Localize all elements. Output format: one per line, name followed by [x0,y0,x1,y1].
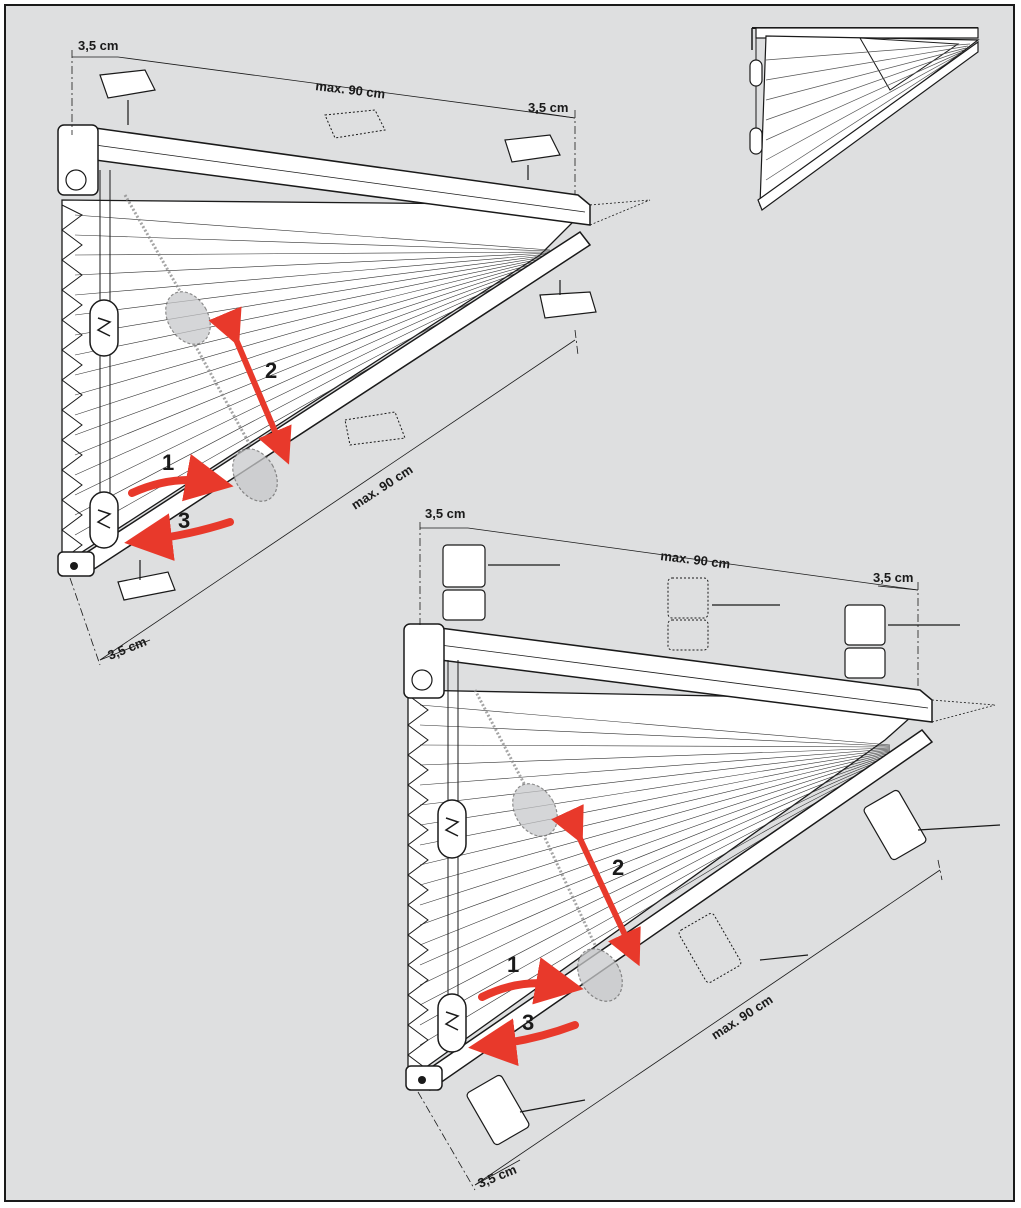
handle-icon [89,299,119,357]
dim-bottom-offset: 3,5 cm [476,1162,519,1191]
dim-top-width: max. 90 cm [660,548,731,571]
step-3-label: 3 [178,508,190,533]
dim-top-width: max. 90 cm [315,78,386,101]
arrow-icon [124,306,292,561]
step-1-label: 1 [162,450,174,475]
screw-icon [127,100,561,580]
step-3-label: 3 [522,1010,534,1035]
step-2-label: 2 [612,855,624,880]
top-diagram: 3,5 cm max. 90 cm 3,5 cm max. 90 cm 3,5 … [57,38,651,666]
handle-icon [89,491,119,549]
bracket-icon [442,544,927,1146]
bracket-ghost-icon [324,109,406,446]
handle-icon [437,993,467,1053]
dim-left-offset: 3,5 cm [425,506,465,521]
dim-right-offset: 3,5 cm [528,100,568,115]
bracket-ghost-icon [667,577,742,984]
dim-bottom-offset: 3,5 cm [106,634,149,663]
step-2-label: 2 [265,358,277,383]
dim-right-offset: 3,5 cm [873,570,913,585]
handle-icon [749,127,763,155]
dim-left-offset: 3,5 cm [78,38,118,53]
dim-diagonal: max. 90 cm [708,992,775,1043]
dim-diagonal: max. 90 cm [348,462,415,513]
handle-icon [437,799,467,859]
inset-illustration [749,27,980,211]
bottom-diagram: 3,5 cm max. 90 cm 3,5 cm max. 90 cm 3,5 … [403,506,1001,1191]
handle-icon [749,59,763,87]
arrow-icon [468,804,641,1067]
screw-icon [488,564,1001,1113]
bracket-icon [99,69,597,601]
step-1-label: 1 [507,952,519,977]
